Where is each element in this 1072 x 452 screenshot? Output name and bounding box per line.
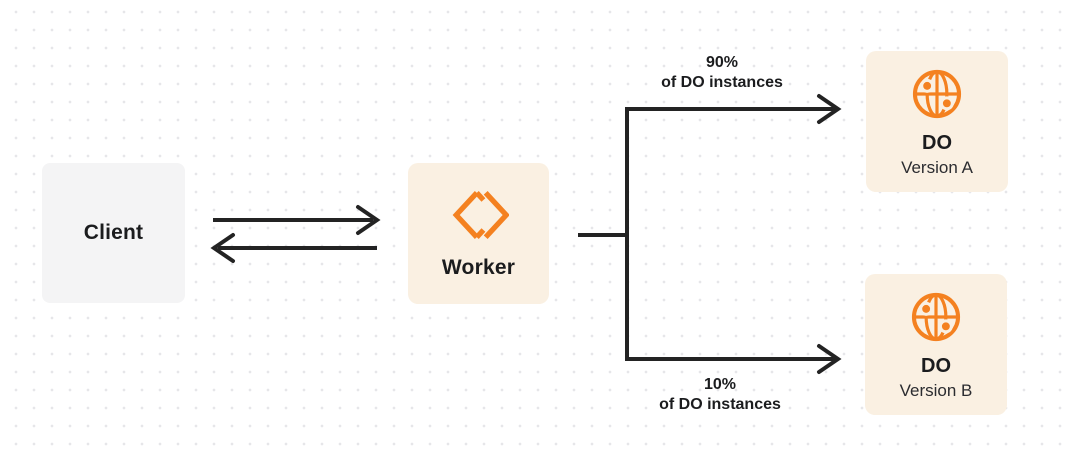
top-branch-caption: of DO instances <box>661 74 783 91</box>
do-version-b-title: DO <box>921 355 951 377</box>
worker-split-connector <box>578 107 629 361</box>
cloudflare-workers-icon <box>452 190 509 240</box>
durable-object-globe-icon <box>911 292 961 342</box>
worker-label: Worker <box>441 256 516 279</box>
top-branch-percent: 90% <box>705 54 739 71</box>
do-version-a-title: DO <box>922 132 952 154</box>
do-version-a-node: DO Version A <box>866 51 1008 192</box>
bottom-branch-label: 10% of DO instances <box>610 375 830 415</box>
client-node: Client <box>42 163 185 303</box>
client-label: Client <box>83 221 144 244</box>
do-version-b-node: DO Version B <box>865 274 1007 415</box>
client-to-worker-arrow <box>213 205 381 235</box>
worker-to-client-arrow <box>210 233 377 263</box>
split-to-version-a-arrow <box>627 94 842 124</box>
bottom-branch-percent: 10% <box>703 376 737 393</box>
durable-object-globe-icon <box>912 69 962 119</box>
worker-node: Worker <box>408 163 549 304</box>
do-version-b-subtitle: Version B <box>899 381 973 400</box>
bottom-branch-caption: of DO instances <box>659 396 781 413</box>
top-branch-label: 90% of DO instances <box>612 53 832 93</box>
do-version-a-subtitle: Version A <box>901 158 973 177</box>
split-to-version-b-arrow <box>627 344 842 374</box>
